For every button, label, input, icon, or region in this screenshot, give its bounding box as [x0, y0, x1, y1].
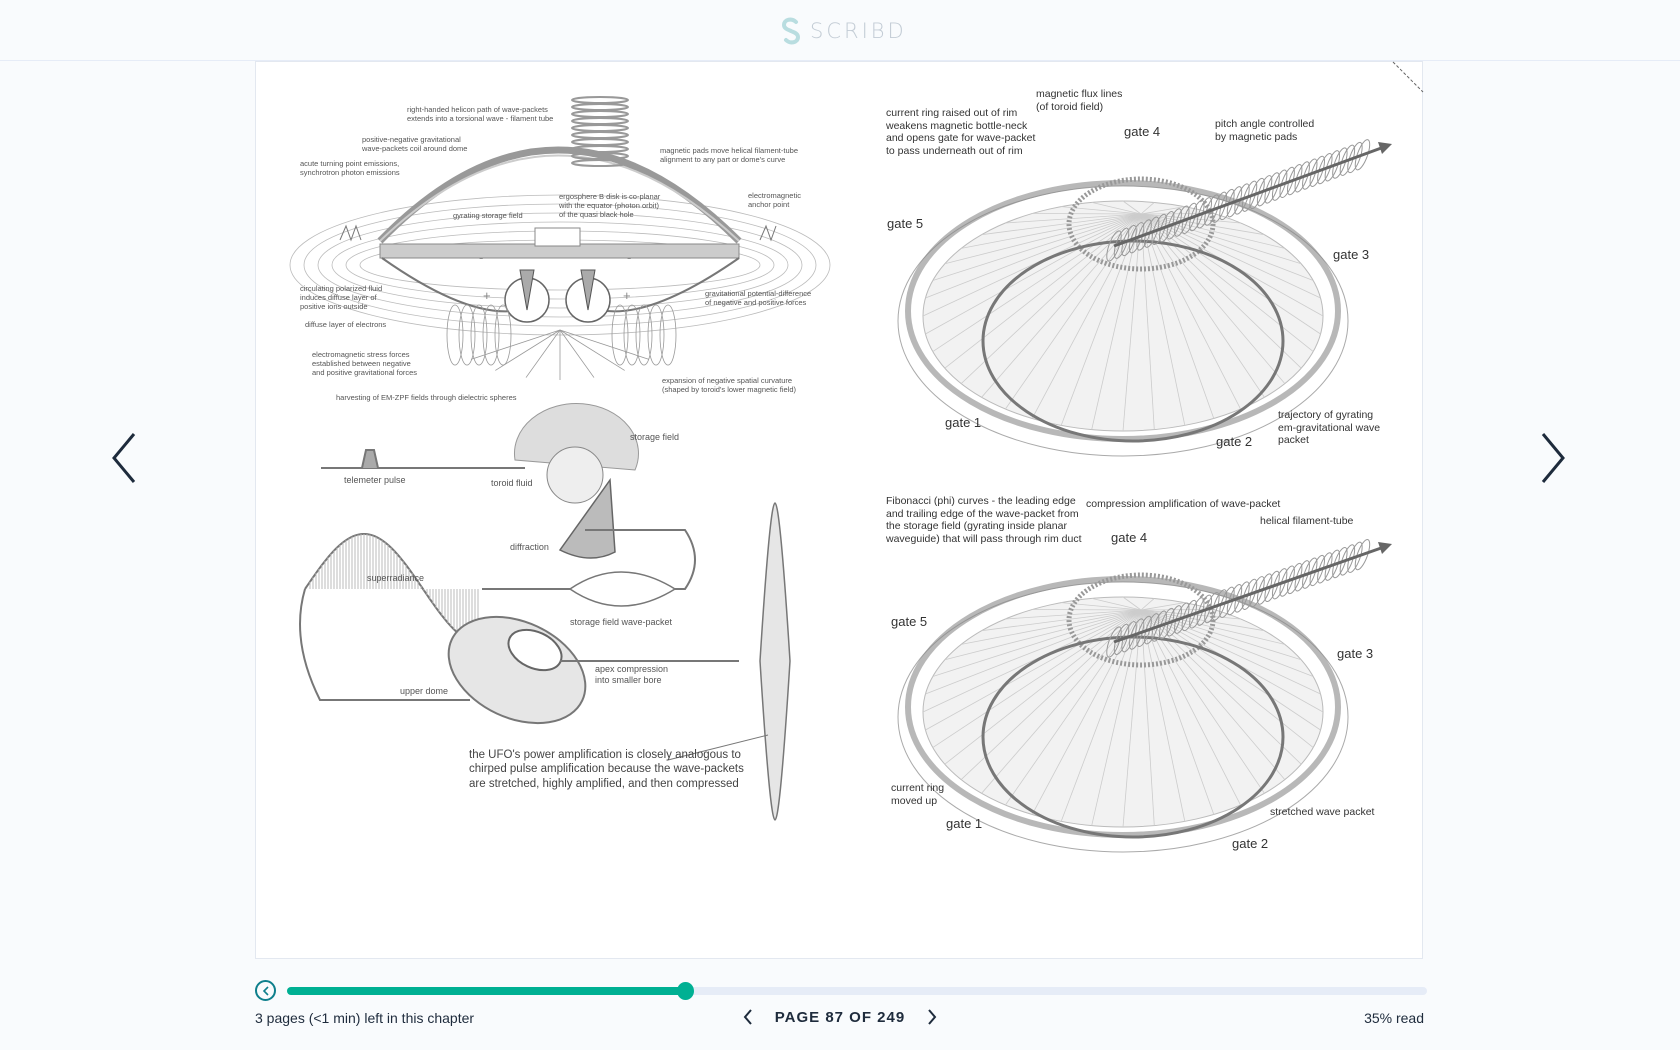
chevron-right-icon: [1541, 433, 1565, 483]
diagram-label: right-handed helicon path of wave-packet…: [407, 105, 554, 123]
diagram-label: gyrating storage field: [453, 211, 523, 220]
chevron-right-icon: [928, 1009, 937, 1025]
diagram-label: current ring raised out of rim weakens m…: [886, 107, 1036, 157]
diagram-caption: the UFO's power amplification is closely…: [469, 749, 744, 790]
gate-label: gate 3: [1337, 646, 1374, 661]
diagram-label: storage field wave-packet: [570, 617, 673, 627]
diagram-label: circulating polarized fluid induces diff…: [300, 284, 383, 311]
next-page-small-button[interactable]: [924, 1006, 940, 1028]
diagram-label: positive-negative gravitational wave-pac…: [362, 135, 468, 153]
previous-page-button[interactable]: [106, 430, 146, 486]
diagram-label: telemeter pulse: [344, 475, 406, 485]
diagram-label: trajectory of gyrating em-gravitational …: [1278, 409, 1381, 447]
gate-label: gate 5: [887, 216, 924, 231]
charge-sign: +: [483, 288, 491, 303]
diagram-label: electromagnetic stress forces establishe…: [312, 350, 418, 377]
reading-progress-handle[interactable]: [677, 982, 694, 1000]
diagram-label: ergosphere B disk is co-planar with the …: [559, 192, 661, 219]
diagram-label: helical filament-tube: [1260, 515, 1354, 527]
charge-sign: -: [479, 250, 484, 265]
diagram-label: compression amplification of wave-packet: [1086, 498, 1281, 510]
diagram-label: superradiance: [367, 573, 425, 583]
back-to-position-button[interactable]: [255, 980, 276, 1001]
gate-label: gate 4: [1111, 530, 1148, 545]
gate-label: gate 2: [1232, 836, 1269, 851]
diagram-label: diffuse layer of electrons: [305, 320, 387, 329]
previous-page-small-button[interactable]: [740, 1006, 756, 1028]
charge-sign: -: [627, 250, 632, 265]
chapter-remaining-text: 3 pages (<1 min) left in this chapter: [255, 1010, 475, 1026]
diagram-label: pitch angle controlled by magnetic pads: [1215, 118, 1315, 143]
page-fold-corner: [1392, 61, 1424, 93]
diagram-label: Fibonacci (phi) curves - the leading edg…: [886, 495, 1082, 545]
diagram-label: upper dome: [400, 686, 449, 696]
charge-sign: +: [623, 288, 631, 303]
header-divider: [0, 60, 1680, 61]
logo-text: SCRIBD: [810, 19, 907, 43]
diagram-label: diffraction: [510, 542, 549, 552]
page-navigator: PAGE 87 OF 249: [740, 1006, 940, 1028]
diagram-label: harvesting of EM-ZPF fields through diel…: [336, 393, 517, 402]
diagram-label: magnetic flux lines (of toroid field): [1036, 88, 1123, 113]
scribd-logo[interactable]: SCRIBD: [780, 14, 907, 48]
gate-label: gate 3: [1333, 247, 1370, 262]
scribd-logo-icon: [781, 17, 801, 45]
diagram-label: current ring moved up: [891, 782, 945, 807]
next-page-button[interactable]: [1531, 430, 1571, 486]
gate-label: gate 2: [1216, 434, 1253, 449]
diagram-label: magnetic pads move helical filament-tube…: [660, 146, 798, 164]
reading-progress-fill: [287, 987, 686, 995]
gate-label: gate 1: [945, 415, 982, 430]
diagram-label: toroid fluid: [491, 478, 533, 488]
gate-label: gate 5: [891, 614, 928, 629]
diagram-label: apex compression into smaller bore: [595, 664, 669, 685]
diagram-label: electromagnetic anchor point: [748, 191, 801, 209]
chevron-left-icon: [743, 1009, 752, 1025]
gate-label: gate 1: [946, 816, 983, 831]
gate-label: gate 4: [1124, 124, 1161, 139]
diagram-label: stretched wave packet: [1270, 806, 1375, 818]
reading-progress-track[interactable]: [287, 987, 1427, 995]
diagram-label: gravitational potential-difference of ne…: [705, 289, 812, 307]
chevron-left-icon: [112, 433, 136, 483]
chevron-left-icon: [262, 985, 269, 996]
percent-read-text: 35% read: [1364, 1010, 1424, 1026]
page-indicator: PAGE 87 OF 249: [774, 1008, 906, 1026]
diagram-label: acute turning point emissions, synchrotr…: [300, 159, 400, 177]
diagram-label: expansion of negative spatial curvature …: [662, 376, 796, 394]
diagram-label: storage field: [630, 432, 680, 442]
